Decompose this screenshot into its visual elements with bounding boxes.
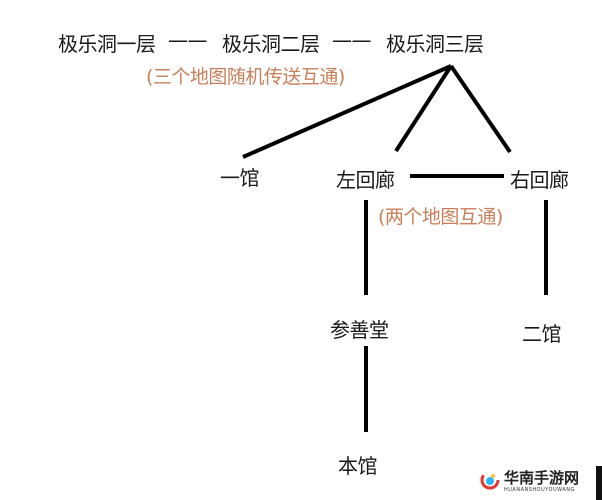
- node-hall2: 二馆: [522, 322, 562, 346]
- note-three-maps: (三个地图随机传送互通): [146, 66, 345, 88]
- note-two-maps: (两个地图互通): [378, 206, 503, 228]
- watermark: 华南手游网 HUANANSHOUYOUWANG: [478, 466, 602, 500]
- node-canshan-hall: 参善堂: [330, 318, 389, 342]
- connector-2-3: ——: [332, 28, 372, 52]
- watermark-name: 华南手游网: [504, 469, 580, 487]
- edge-floor3-right-corridor: [449, 64, 512, 154]
- logo-icon: [480, 470, 500, 490]
- node-main-hall: 本馆: [338, 454, 378, 478]
- node-left-corridor: 左回廊: [336, 168, 395, 192]
- watermark-pinyin: HUANANSHOUYOUWANG: [504, 487, 575, 493]
- node-floor2: 极乐洞二层: [222, 32, 320, 56]
- node-floor1: 极乐洞一层: [58, 32, 156, 56]
- node-right-corridor: 右回廊: [510, 168, 569, 192]
- connector-1-2: ——: [168, 28, 208, 52]
- edge-floor3-left-corridor: [394, 64, 453, 153]
- node-hall1: 一馆: [220, 166, 260, 190]
- edge-floor3-hall1: [242, 64, 452, 159]
- node-floor3: 极乐洞三层: [386, 32, 484, 56]
